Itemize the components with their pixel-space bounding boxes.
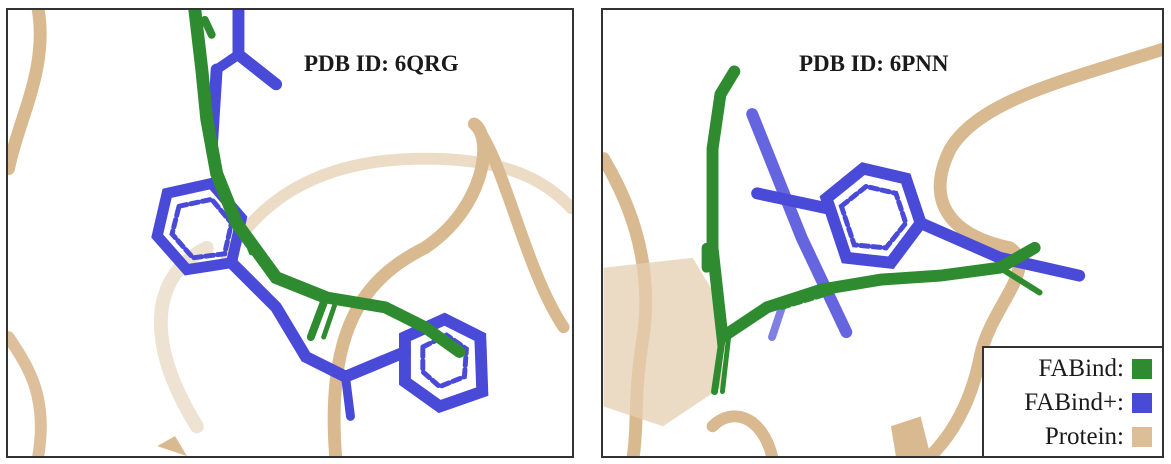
protein-ribbon [706, 410, 778, 456]
legend-label: FABind: [1038, 355, 1124, 382]
legend-label: Protein: [1044, 423, 1124, 450]
legend-swatch-blue [1132, 393, 1152, 413]
structure-panel-6pnn: PDB ID: 6PNN FABind: FABind+: Protein: [601, 8, 1164, 458]
protein-ribbon [8, 331, 47, 456]
fabind-plus-ligand [151, 10, 489, 421]
structure-panel-6qrg: PDB ID: 6QRG [6, 8, 574, 458]
protein-ribbon [8, 10, 47, 176]
protein-sheet [890, 416, 931, 456]
fabind-plus-ligand [746, 108, 1086, 342]
pdb-id-label: PDB ID: 6PNN [799, 51, 949, 76]
fabind-ligand [188, 10, 466, 358]
protein-ribbon-faded [153, 240, 214, 434]
legend-swatch-tan [1132, 427, 1152, 447]
legend-item-fabind: FABind: [984, 352, 1152, 386]
protein-helix [603, 257, 723, 427]
fabind-ligand [701, 65, 1043, 396]
legend-swatch-green [1132, 359, 1152, 379]
molecule-render-6pnn [603, 43, 1162, 456]
protein-ribbon [327, 117, 491, 456]
protein-sheet [157, 436, 187, 456]
legend-label: FABind+: [1024, 389, 1124, 416]
legend: FABind: FABind+: Protein: [982, 346, 1162, 456]
protein-ribbon [924, 43, 1162, 456]
molecule-render-6qrg [8, 10, 572, 456]
protein-ribbon-faded [220, 152, 572, 264]
pdb-id-label: PDB ID: 6QRG [304, 51, 459, 76]
protein-ribbon [468, 118, 570, 334]
legend-item-fabind-plus: FABind+: [984, 386, 1152, 420]
legend-item-protein: Protein: [984, 420, 1152, 454]
